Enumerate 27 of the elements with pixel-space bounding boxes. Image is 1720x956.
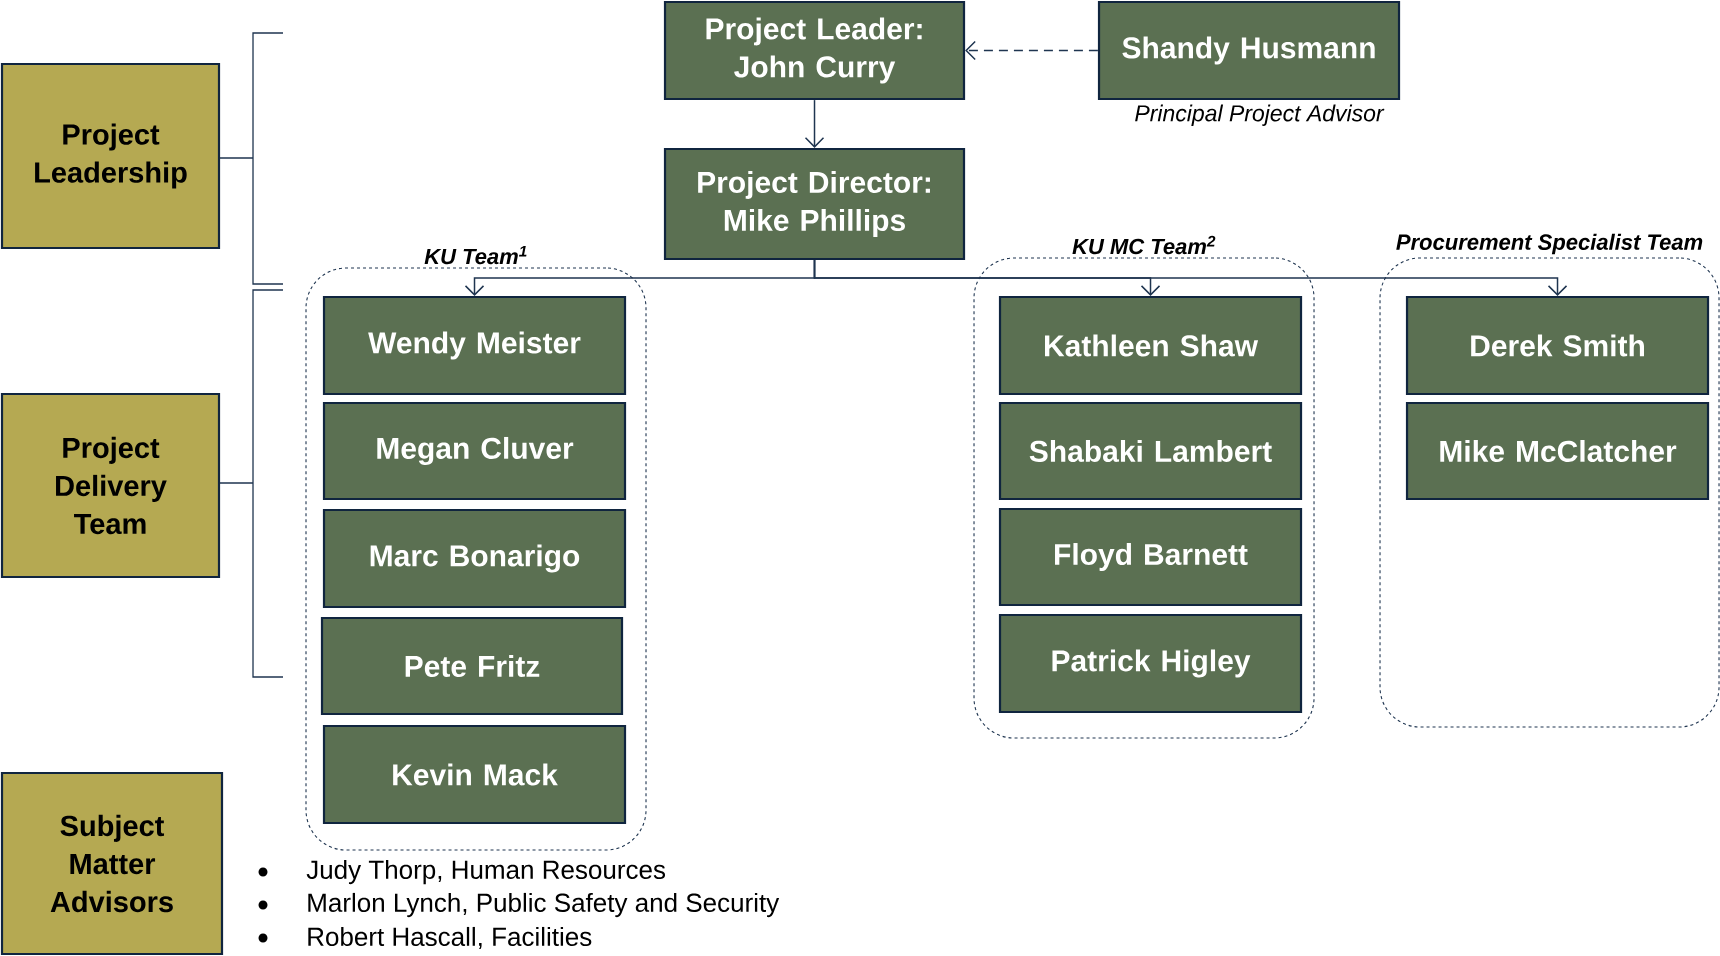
role-caption: Principal Project Advisor	[1135, 104, 1385, 126]
node-label: Procurement Specialist Team	[1396, 233, 1703, 255]
node-label: KU MC Team$^{2}$	[1072, 235, 1216, 255]
person-box: Kevin Mack	[322, 724, 627, 825]
person-box: Wendy Meister	[322, 295, 627, 396]
person-box: Patrick Higley	[998, 613, 1303, 714]
category-box: Project Delivery Team	[0, 392, 221, 579]
person-box: Mike McClatcher	[1405, 401, 1710, 501]
list-item: Marlon Lynch, Public Safety and Security	[308, 892, 780, 918]
person-box: Marc Bonarigo	[322, 508, 627, 609]
list-item: Judy Thorp, Human Resources	[306, 859, 666, 885]
person-box: Megan Cluver	[322, 401, 627, 501]
node-label: KU Team$^{1}$	[424, 245, 527, 265]
arrow	[965, 40, 1099, 61]
arrow	[804, 99, 825, 148]
person-box: Shandy Husmann	[1097, 0, 1401, 101]
person-box: Derek Smith	[1405, 295, 1710, 396]
person-box: Floyd Barnett	[998, 507, 1303, 607]
person-box: Pete Fritz	[320, 616, 624, 716]
arrow	[813, 259, 1568, 296]
person-box: Project Director: Mike Phillips	[663, 147, 966, 261]
category-box: Project Leadership	[0, 62, 221, 250]
list-item: Robert Hascall, Facilities	[308, 926, 592, 950]
person-box: Shabaki Lambert	[998, 401, 1303, 501]
person-box: Kathleen Shaw	[998, 295, 1303, 396]
person-box: Project Leader: John Curry	[663, 0, 966, 101]
category-box: Subject Matter Advisors	[0, 771, 224, 956]
